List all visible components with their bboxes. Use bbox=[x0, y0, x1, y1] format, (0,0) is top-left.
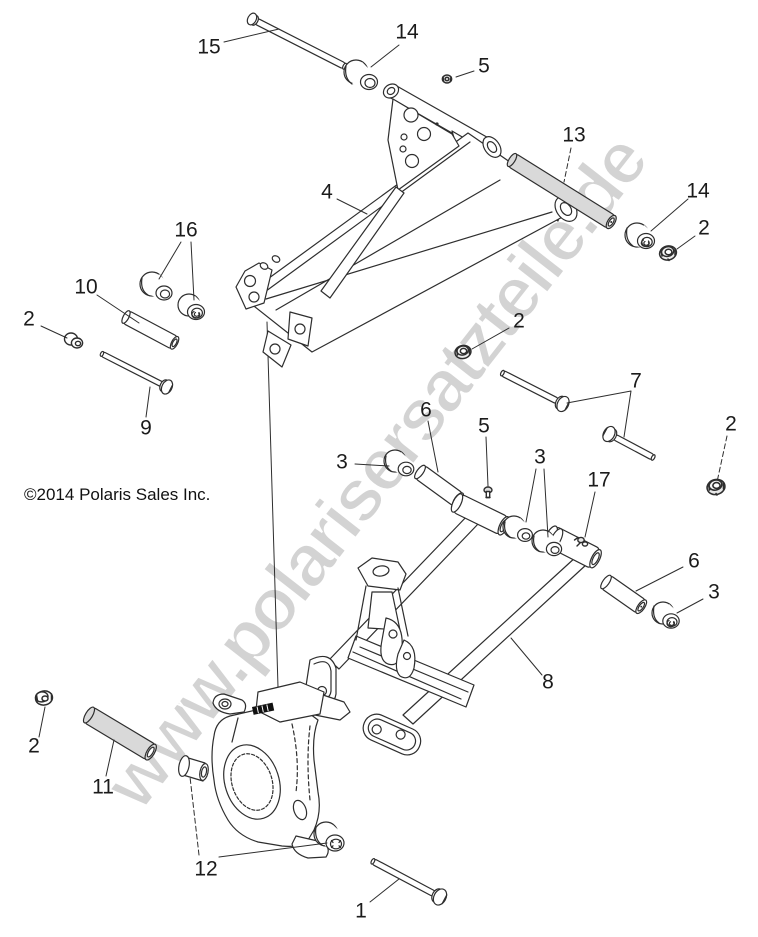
callout-5-middle: 5 bbox=[478, 414, 490, 438]
part-14-bushing-right-drawing bbox=[625, 223, 655, 250]
part-12-bushing-a-drawing bbox=[177, 755, 210, 781]
callout-1: 1 bbox=[355, 899, 367, 923]
callout-4: 4 bbox=[321, 180, 333, 204]
part-2-nut-bottom-left-drawing bbox=[34, 690, 53, 707]
callout-3-middle: 3 bbox=[534, 445, 546, 469]
callout-6-right: 6 bbox=[688, 549, 700, 573]
part-14-bushing-top-drawing bbox=[344, 60, 378, 90]
callout-15-top: 15 bbox=[197, 35, 221, 59]
callout-11: 11 bbox=[92, 775, 114, 799]
knuckle-drawing bbox=[212, 682, 350, 858]
callout-7: 7 bbox=[630, 369, 642, 393]
part-5-nut-top-drawing bbox=[442, 75, 451, 83]
part-13-shaft-drawing bbox=[505, 152, 618, 230]
callout-8: 8 bbox=[542, 670, 554, 694]
part-2-nut-middle-drawing bbox=[454, 344, 472, 360]
callout-2-middle: 2 bbox=[513, 309, 525, 333]
part-6-spacer-right-drawing bbox=[599, 574, 649, 616]
part-10-spacer-drawing bbox=[120, 310, 180, 351]
callout-2-left: 2 bbox=[23, 307, 35, 331]
part-5-screw-middle-drawing bbox=[484, 487, 492, 498]
callout-6-middle: 6 bbox=[420, 398, 432, 422]
callout-17: 17 bbox=[587, 468, 611, 492]
part-9-bolt-drawing bbox=[97, 347, 175, 396]
part-16-bushings-drawing bbox=[140, 272, 205, 320]
part-3-bushing-pair-drawing bbox=[503, 516, 562, 557]
part-3-bushing-left-drawing bbox=[384, 450, 414, 477]
part-11-spacer-drawing bbox=[81, 705, 158, 761]
callout-14-right: 14 bbox=[686, 179, 710, 203]
part-1-bolt-drawing bbox=[368, 853, 450, 907]
part-2-nut-left-drawing bbox=[65, 333, 83, 348]
callout-10: 10 bbox=[74, 275, 98, 299]
part-12-bushing-b-drawing bbox=[314, 822, 344, 851]
part-8-lower-arm-drawing bbox=[306, 492, 604, 759]
callout-2-bottom-left: 2 bbox=[28, 734, 40, 758]
leader-lines bbox=[39, 29, 727, 902]
callout-3-right: 3 bbox=[708, 580, 720, 604]
assembly-line bbox=[267, 322, 278, 687]
callout-9: 9 bbox=[140, 416, 152, 440]
part-3-bushing-right-drawing bbox=[652, 602, 680, 629]
callout-16: 16 bbox=[174, 218, 198, 242]
part-7-bolt-a-drawing bbox=[497, 365, 571, 413]
callout-2-far-right: 2 bbox=[725, 412, 737, 436]
part-17-clip-drawing bbox=[575, 537, 588, 546]
part-15-bolt-drawing bbox=[245, 12, 348, 73]
part-4-upper-a-arm-drawing bbox=[236, 81, 582, 367]
part-2-nut-right-top-drawing bbox=[658, 244, 678, 262]
callout-12: 12 bbox=[194, 857, 218, 881]
part-7-bolt-b-drawing bbox=[600, 424, 658, 465]
callout-3-left: 3 bbox=[336, 450, 348, 474]
callout-5-top: 5 bbox=[478, 54, 490, 78]
callout-2-right-top: 2 bbox=[698, 216, 710, 240]
part-2-nut-far-right-drawing bbox=[705, 477, 726, 496]
copyright-text: ©2014 Polaris Sales Inc. bbox=[24, 485, 211, 504]
callout-13: 13 bbox=[562, 123, 586, 147]
callout-14-top: 14 bbox=[395, 20, 419, 44]
